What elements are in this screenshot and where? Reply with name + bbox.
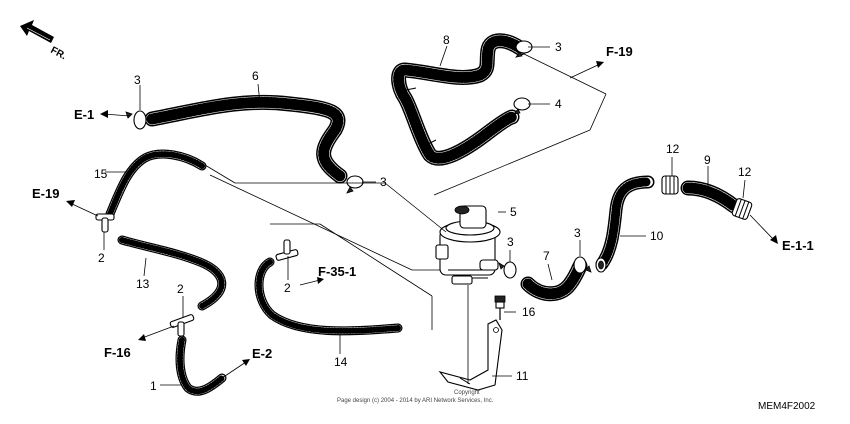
part-number-4: 4 bbox=[555, 97, 562, 111]
part-number-5: 5 bbox=[510, 205, 517, 219]
hose-10 bbox=[595, 175, 655, 271]
part-number-3: 3 bbox=[555, 40, 562, 54]
arrow-f351 bbox=[299, 277, 324, 286]
arrow-e11 bbox=[749, 214, 778, 244]
part-number-3: 3 bbox=[507, 235, 514, 249]
diagram-code: MEM4F2002 bbox=[758, 401, 816, 412]
ref-f16: F-16 bbox=[104, 345, 131, 360]
part-number-10: 10 bbox=[650, 229, 664, 243]
arrow-f16 bbox=[138, 325, 175, 341]
part-number-9: 9 bbox=[704, 153, 711, 167]
joint-2-bottom bbox=[169, 314, 195, 337]
copyright-line1: Copyright bbox=[454, 390, 480, 396]
arrow-e2 bbox=[221, 359, 250, 379]
part-number-8: 8 bbox=[443, 33, 450, 47]
hose-15 bbox=[105, 149, 207, 219]
part-number-16: 16 bbox=[522, 305, 536, 319]
hose-14 bbox=[254, 257, 403, 336]
part-number-2: 2 bbox=[284, 281, 291, 295]
ref-f351: F-35-1 bbox=[318, 264, 356, 279]
bolt-16 bbox=[494, 295, 506, 320]
hose-9 bbox=[680, 180, 742, 214]
clamp-3-mid bbox=[346, 175, 364, 194]
part-number-1: 1 bbox=[150, 379, 157, 393]
clamp-3-right bbox=[573, 256, 592, 274]
clamp-3-left bbox=[125, 110, 147, 130]
arrow-e19 bbox=[66, 200, 99, 217]
hose-13 bbox=[117, 235, 227, 311]
part-number-3: 3 bbox=[574, 226, 581, 240]
part-number-14: 14 bbox=[334, 355, 348, 369]
joint-2-center bbox=[275, 239, 299, 261]
part-number-12: 12 bbox=[738, 165, 752, 179]
clamp-4 bbox=[513, 97, 531, 115]
part-number-3: 3 bbox=[380, 175, 387, 189]
front-label: FR. bbox=[49, 45, 69, 62]
clamp-3-valve bbox=[498, 261, 517, 279]
clamp-12-right bbox=[731, 198, 753, 220]
bracket-11 bbox=[438, 319, 503, 391]
arrow-e1 bbox=[100, 110, 131, 118]
hose-7 bbox=[520, 258, 588, 302]
air-suction-valve bbox=[435, 205, 501, 285]
hose-8 bbox=[391, 33, 528, 166]
part-number-2: 2 bbox=[177, 282, 184, 296]
ref-e2: E-2 bbox=[252, 346, 272, 361]
part-number-11: 11 bbox=[516, 369, 529, 383]
part-number-15: 15 bbox=[94, 167, 108, 181]
copyright-line2: Page design (c) 2004 - 2014 by ARI Netwo… bbox=[337, 398, 494, 404]
ref-e11: E-1-1 bbox=[782, 238, 814, 253]
joint-2-left bbox=[95, 213, 115, 233]
part-number-3: 3 bbox=[134, 73, 141, 87]
part-number-6: 6 bbox=[252, 69, 259, 83]
part-number-2: 2 bbox=[98, 251, 105, 265]
ref-f19: F-19 bbox=[606, 44, 633, 59]
part-number-12: 12 bbox=[666, 142, 680, 156]
ref-e1: E-1 bbox=[74, 107, 94, 122]
arrow-f19 bbox=[569, 61, 604, 79]
hose-1 bbox=[175, 335, 227, 396]
hose-6 bbox=[144, 94, 348, 184]
clamp-12-left bbox=[661, 175, 679, 195]
hose-end-10 bbox=[595, 257, 607, 273]
clamp-3-upper bbox=[515, 40, 533, 58]
front-arrow-icon bbox=[20, 20, 54, 43]
leader-lines bbox=[103, 45, 746, 386]
part-number-7: 7 bbox=[543, 249, 550, 263]
ref-e19: E-19 bbox=[32, 186, 59, 201]
part-number-13: 13 bbox=[136, 277, 150, 291]
